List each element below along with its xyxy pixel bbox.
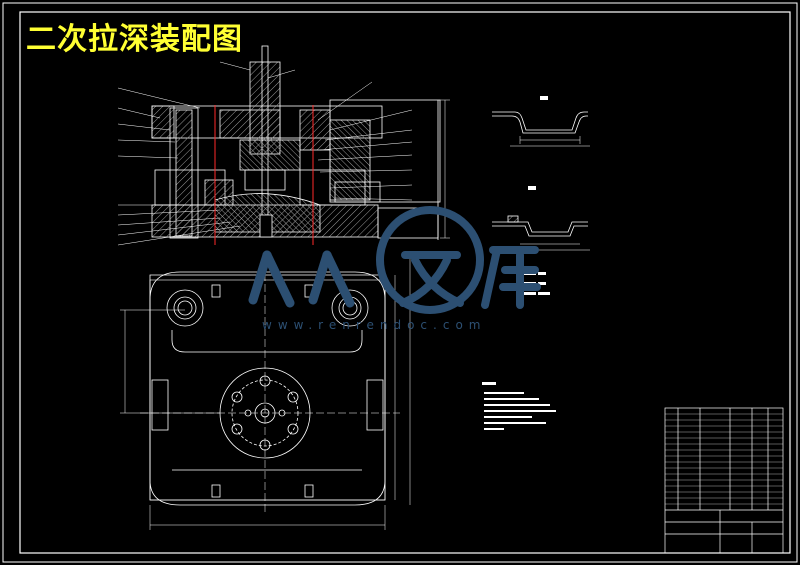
- plan-view: [120, 255, 411, 530]
- title-block: [664, 407, 784, 554]
- part-profile-2: [492, 186, 590, 251]
- part-profile-1: [492, 96, 590, 147]
- technical-notes: [482, 382, 556, 430]
- watermark-url: www.renrendoc.com: [262, 318, 487, 332]
- title-block-rows: [665, 413, 783, 505]
- section-center-lines: [214, 105, 314, 245]
- scale-notes: [522, 272, 550, 295]
- inner-frame: [19, 11, 791, 554]
- section-view: [117, 45, 450, 246]
- drawing-title: 二次拉深装配图: [26, 22, 243, 57]
